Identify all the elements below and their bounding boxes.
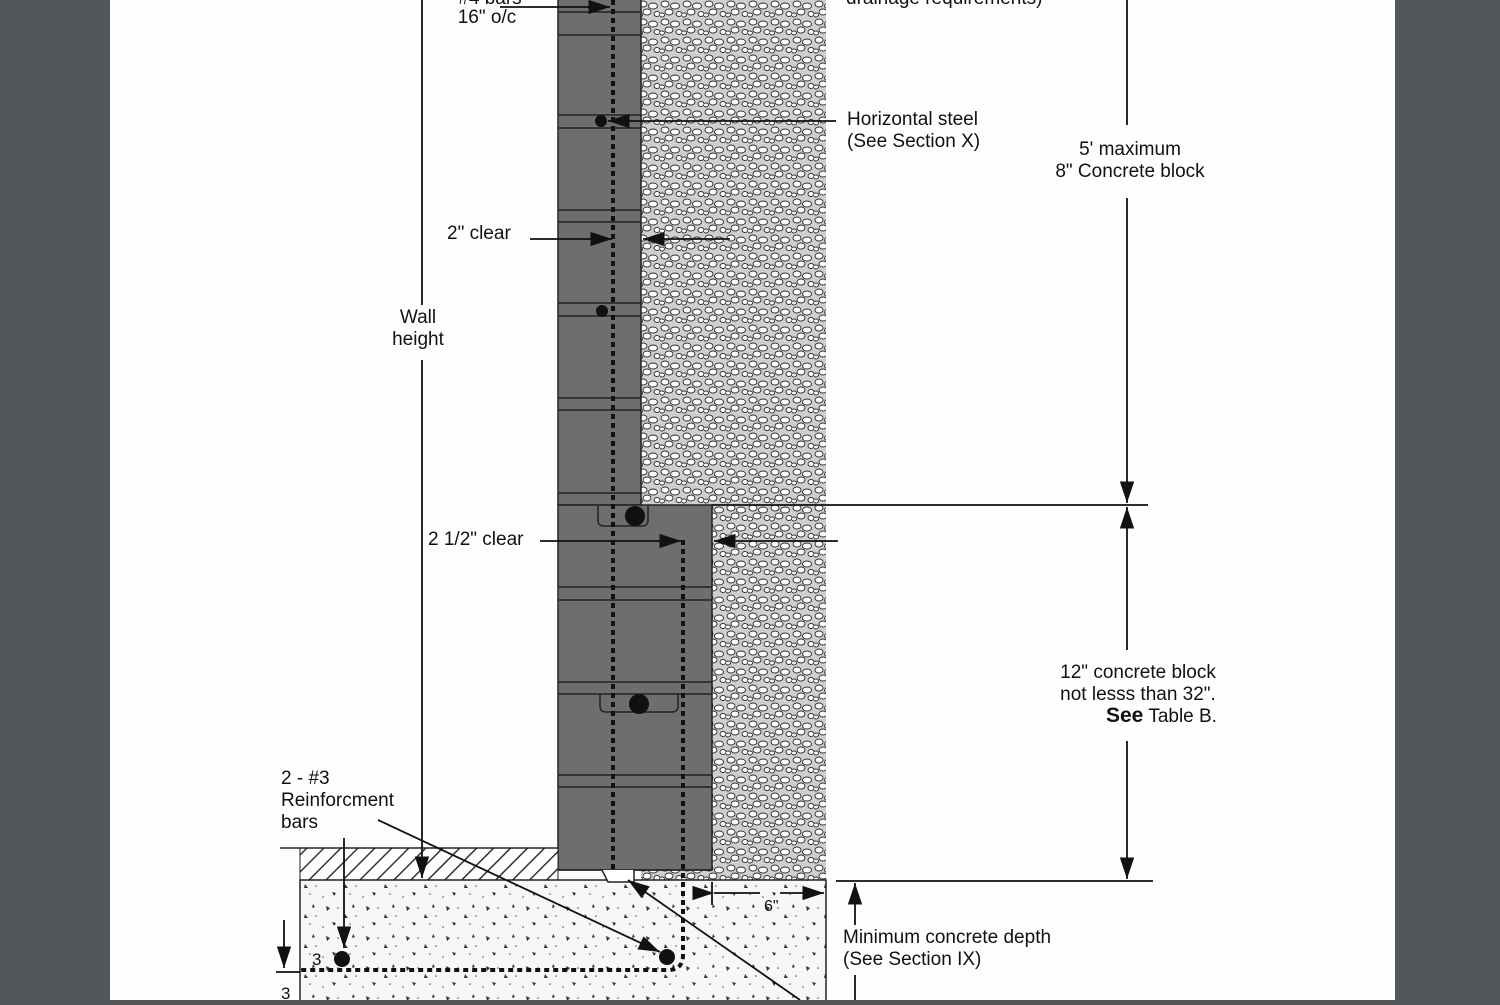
- label-lower-dim-2: not lesss than 32".: [1038, 684, 1238, 706]
- label-2-5in-clear: 2 1/2" clear: [428, 529, 524, 550]
- label-6in: 6": [764, 898, 779, 915]
- label-upper-dim-2: 8" Concrete block: [1030, 161, 1230, 183]
- label-min-depth-ref: (See Section IX): [843, 949, 982, 971]
- label-upper-dim-1: 5' maximum: [1030, 139, 1230, 161]
- see-text: See: [1106, 704, 1144, 727]
- label-lower-dim-see: See Table B.: [1022, 705, 1240, 741]
- leader-lines: [276, 0, 1153, 1000]
- concrete-footing: [299, 869, 827, 1000]
- label-2in-clear: 2" clear: [447, 223, 511, 244]
- soil-grade: [280, 847, 559, 881]
- label-reinf-3: bars: [281, 812, 318, 833]
- lower-block-wall: [557, 504, 713, 871]
- label-horizontal-steel: Horizontal steel: [847, 109, 978, 130]
- rebar-dots: [334, 115, 675, 967]
- label-3-cover: 3: [312, 950, 322, 969]
- label-3-bottom: 3: [281, 984, 291, 1003]
- label-bars-top: #4 bars: [440, 0, 540, 10]
- label-reinf-1: 2 - #3: [281, 768, 330, 789]
- label-min-depth: Minimum concrete depth: [843, 927, 1052, 949]
- rebar: [300, 0, 685, 972]
- label-lower-dim-1: 12" concrete block: [1038, 662, 1238, 684]
- table-ref: Table B.: [1148, 706, 1217, 727]
- label-horizontal-steel-ref: (See Section X): [847, 131, 981, 152]
- label-bars-spacing: 16" o/c: [457, 7, 517, 28]
- label-reinf-2: Reinforcment: [281, 790, 394, 811]
- label-drainage: drainage requirements): [846, 0, 1042, 10]
- upper-block-wall: [557, 0, 642, 506]
- label-wall: Wall: [380, 307, 456, 329]
- label-height: height: [380, 329, 456, 351]
